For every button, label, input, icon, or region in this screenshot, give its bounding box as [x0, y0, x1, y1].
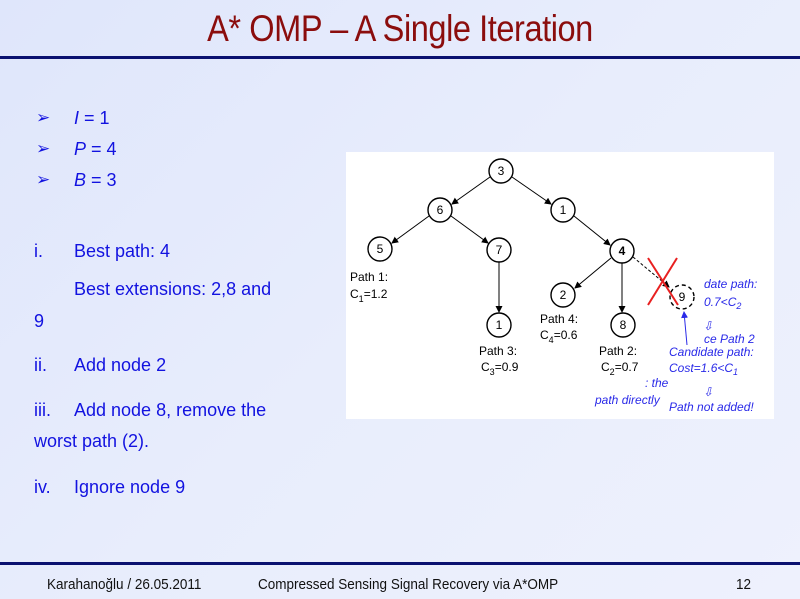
annotation-text: Cost=1.6<C1	[669, 361, 738, 377]
path4-label: Path 4:	[540, 312, 578, 326]
svg-text:6: 6	[437, 203, 444, 217]
edge	[451, 176, 491, 205]
step-iii-text-2: worst path (2).	[34, 431, 150, 451]
slide-title: A* OMP – A Single Iteration	[207, 8, 593, 49]
node-6: 6	[427, 197, 453, 223]
step-iii-text: Add node 8, remove the	[74, 400, 267, 420]
path2-label: Path 2:	[599, 344, 637, 358]
step-ii-number: ii.	[34, 355, 47, 375]
down-arrow-icon: ⇩	[703, 385, 713, 399]
path3-cost: C3=0.9	[481, 360, 519, 377]
annotation-text: date path:	[704, 277, 757, 291]
node-3: 3	[488, 158, 514, 184]
node-4: 4	[609, 238, 635, 264]
node-5: 5	[367, 236, 393, 262]
bullet-p: P = 4	[74, 139, 117, 159]
path2-cost: C2=0.7	[601, 360, 639, 377]
annotation-text: Candidate path:	[669, 345, 754, 359]
edge-dashed	[632, 256, 670, 288]
step-ii-text: Add node 2	[74, 355, 167, 375]
tree-nodes: 3 6 1 5 7 4 2 9 1 8	[367, 158, 695, 338]
svg-text:4: 4	[619, 244, 626, 258]
node-8: 8	[610, 312, 636, 338]
footer-talk-title: Compressed Sensing Signal Recovery via A…	[258, 576, 559, 593]
path1-label: Path 1:	[350, 270, 388, 284]
title-divider	[0, 56, 800, 59]
svg-text:9: 9	[679, 290, 686, 304]
annotation-text: ce Path 2	[704, 332, 755, 346]
tree-edges	[391, 176, 670, 313]
bullet-arrow-icon: ➢	[36, 108, 51, 127]
cross-out-icon	[647, 257, 679, 306]
edge	[450, 215, 489, 244]
node-1: 1	[550, 197, 576, 223]
path1-cost: C1=1.2	[350, 287, 388, 304]
annotation-arrow	[681, 311, 689, 346]
footer-author-date: Karahanoğlu / 26.05.2011	[47, 576, 202, 593]
svg-text:8: 8	[620, 318, 627, 332]
step-i-number: i.	[34, 241, 43, 261]
edge	[573, 215, 611, 246]
svg-text:3: 3	[498, 164, 505, 178]
step-iii-number: iii.	[34, 400, 51, 420]
bullet-arrow-icon: ➢	[36, 170, 51, 189]
annotation-text: path directly	[594, 393, 661, 407]
path3-label: Path 3:	[479, 344, 517, 358]
step-i-text: Best path: 4	[74, 241, 171, 261]
search-tree-figure: 3 6 1 5 7 4 2 9 1 8 Path 1: C1=1.2 Path …	[346, 152, 774, 419]
node-2: 2	[550, 282, 576, 308]
step-i-text-3: 9	[34, 311, 45, 331]
step-i-text-2: Best extensions: 2,8 and	[74, 279, 272, 299]
svg-text:5: 5	[377, 242, 384, 256]
bullet-i: I = 1	[74, 108, 110, 128]
footer-divider	[0, 562, 800, 565]
edge	[574, 257, 612, 289]
svg-text:7: 7	[496, 243, 503, 257]
bullet-b: B = 3	[74, 170, 117, 190]
search-tree-diagram: 3 6 1 5 7 4 2 9 1 8 Path 1: C1=1.2 Path …	[350, 158, 774, 414]
annotation-text: : the	[645, 376, 669, 390]
page-number: 12	[736, 576, 752, 593]
node-1-leaf: 1	[486, 312, 512, 338]
svg-text:1: 1	[560, 203, 567, 217]
step-iv-text: Ignore node 9	[74, 477, 186, 497]
bullet-arrow-icon: ➢	[36, 139, 51, 158]
svg-text:2: 2	[560, 288, 567, 302]
svg-text:1: 1	[496, 318, 503, 332]
node-7: 7	[486, 237, 512, 263]
annotation-text: 0.7<C2	[704, 295, 741, 311]
path4-cost: C4=0.6	[540, 328, 578, 345]
edge	[511, 176, 552, 205]
step-iv-number: iv.	[34, 477, 51, 497]
edge	[391, 215, 430, 244]
annotation-text: Path not added!	[669, 400, 754, 414]
down-arrow-icon: ⇩	[703, 319, 713, 333]
